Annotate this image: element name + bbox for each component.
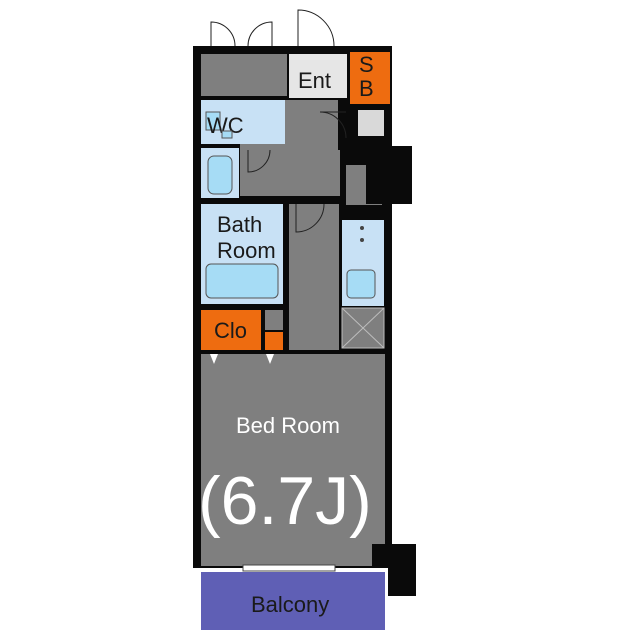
- hallway-floor-lower: [240, 150, 340, 196]
- entrance-label: Ent: [298, 68, 331, 93]
- toilet-bowl: [205, 111, 221, 131]
- closet-small-storage-orange: [265, 332, 283, 350]
- bedroom-floor: [201, 354, 385, 566]
- interior-doors: [247, 111, 347, 233]
- toilet-tank: [221, 130, 233, 139]
- stove-burner-1: [360, 226, 364, 230]
- closet-label: Clo: [214, 318, 247, 343]
- top-doors: [210, 9, 335, 47]
- bathtub: [205, 263, 279, 299]
- bath-label-line2: Room: [217, 238, 276, 263]
- bedroom-size: (6.7J): [198, 463, 372, 539]
- bath-label-line1: Bath: [217, 212, 262, 237]
- kitchen-sink: [346, 269, 376, 299]
- top-storage-floor: [201, 54, 287, 96]
- refrigerator-cross-2: [341, 307, 385, 349]
- bedroom-label: Bed Room: [236, 413, 340, 438]
- closet-door-markers: [210, 354, 274, 364]
- stove-burner-2: [360, 238, 364, 242]
- hallway-middle: [289, 204, 339, 350]
- balcony-window: [242, 564, 336, 572]
- balcony: [201, 572, 385, 630]
- entrance-floor: [289, 54, 347, 98]
- small-storage-1: [358, 110, 384, 136]
- shoe-box-label-s: S: [359, 52, 374, 77]
- balcony-label: Balcony: [251, 592, 329, 617]
- washbasin: [207, 155, 233, 195]
- pillar-upper: [366, 146, 412, 204]
- closet: [201, 310, 261, 350]
- shoe-box-storage: [350, 52, 390, 104]
- shoe-box-label-b: B: [359, 76, 374, 101]
- closet-small-storage: [265, 310, 283, 330]
